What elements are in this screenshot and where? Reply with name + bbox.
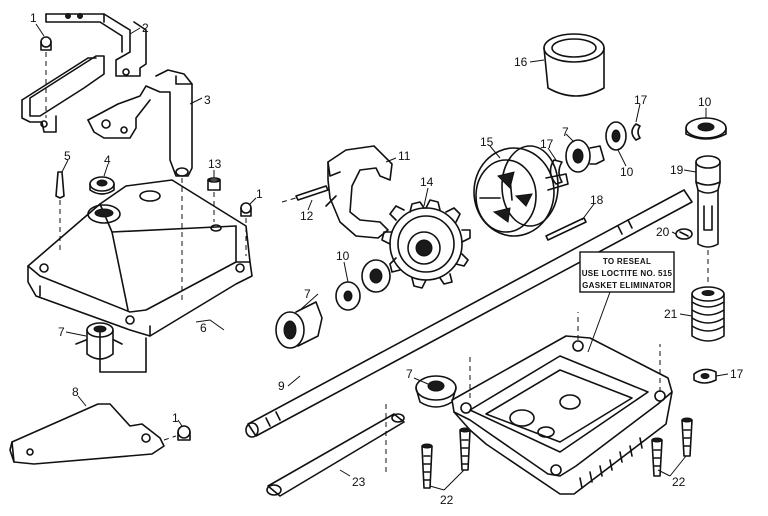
callout-labels: 1 2 3 5 4 13 1 6 7 8 1 11 12 14 15 16 17…: [30, 11, 744, 507]
callout-10-c: 10: [336, 249, 350, 263]
part-5-pin: [55, 171, 65, 250]
callout-5: 5: [64, 149, 71, 163]
callout-19: 19: [670, 163, 684, 177]
part-7-bushing-left: [75, 322, 123, 360]
callout-9: 9: [278, 379, 285, 393]
part-12-pin: [281, 185, 329, 203]
part-19-vertical-shaft: [695, 155, 721, 282]
part-10-washer-c: [335, 259, 391, 311]
part-3-shift-lever: [87, 69, 193, 300]
part-10-washer-b: [685, 117, 727, 140]
part-18-key: [545, 217, 587, 241]
note-line-1: TO RESEAL: [603, 257, 651, 266]
callout-7-left: 7: [58, 325, 65, 339]
part-16-cylinder: [543, 33, 605, 97]
callout-7-bottom: 7: [406, 367, 413, 381]
part-17-clip-a: [549, 159, 563, 185]
part-23-link: [266, 404, 405, 497]
part-1-bolt-bottom: [163, 425, 191, 441]
part-22-screw-d: [681, 417, 693, 457]
callout-7-axle: 7: [304, 287, 311, 301]
reseal-note: TO RESEAL USE LOCTITE NO. 515 GASKET ELI…: [579, 251, 675, 353]
callout-20: 20: [656, 225, 670, 239]
callout-12: 12: [300, 209, 314, 223]
part-4-washer: [89, 176, 115, 195]
part-22-screw-a: [421, 443, 433, 489]
callout-11: 11: [398, 149, 411, 163]
part-17-clip-b: [631, 123, 641, 141]
part-10-washer-a: [605, 121, 627, 151]
part-17-clip-c: [693, 368, 717, 384]
callout-16: 16: [514, 55, 528, 69]
lower-housing: [451, 312, 673, 495]
part-2-bracket: [21, 13, 147, 133]
callout-22-left: 22: [440, 493, 454, 507]
part-20-key: [675, 228, 693, 240]
callout-8: 8: [72, 385, 79, 399]
part-13-vent: [207, 177, 221, 222]
callout-1-right: 1: [256, 187, 263, 201]
callout-15: 15: [480, 135, 494, 149]
callout-6: 6: [200, 321, 207, 335]
part-22-screw-b: [459, 427, 471, 471]
callout-1: 1: [30, 11, 37, 25]
callout-13: 13: [208, 157, 222, 171]
part-7-bushing-axle: [275, 301, 323, 349]
callout-2: 2: [142, 21, 149, 35]
callout-18: 18: [590, 193, 604, 207]
callout-21: 21: [664, 307, 678, 321]
callout-23: 23: [352, 475, 366, 489]
callout-22-right: 22: [672, 475, 686, 489]
leader-lines: [35, 23, 729, 491]
part-15-pulley: [473, 145, 569, 237]
part-22-screw-c: [651, 437, 663, 477]
callout-17-bottom: 17: [730, 367, 744, 381]
callout-10-b: 10: [698, 95, 712, 109]
note-line-2: USE LOCTITE NO. 515: [582, 269, 673, 278]
part-8-plate: [9, 403, 165, 465]
part-1-bolt-top: [40, 36, 52, 118]
callout-10-a: 10: [620, 165, 634, 179]
part-6-upper-housing: [27, 179, 253, 373]
callout-3: 3: [204, 93, 211, 107]
part-11-shift-fork: [325, 145, 393, 239]
part-21-worm: [691, 286, 725, 342]
part-14-gear: [381, 199, 471, 289]
callout-17-mid: 17: [540, 137, 554, 151]
callout-4: 4: [104, 153, 111, 167]
part-1-bolt-right: [240, 202, 252, 256]
callout-14: 14: [420, 175, 434, 189]
note-line-3: GASKET ELIMINATOR: [582, 281, 672, 290]
callout-1-bottom: 1: [172, 411, 179, 425]
part-7-bushing-right: [565, 139, 605, 173]
callout-7-right: 7: [562, 125, 569, 139]
part-9-axle: [245, 189, 693, 438]
callout-17-top: 17: [634, 93, 648, 107]
part-7-flange-bottom: [415, 375, 457, 408]
